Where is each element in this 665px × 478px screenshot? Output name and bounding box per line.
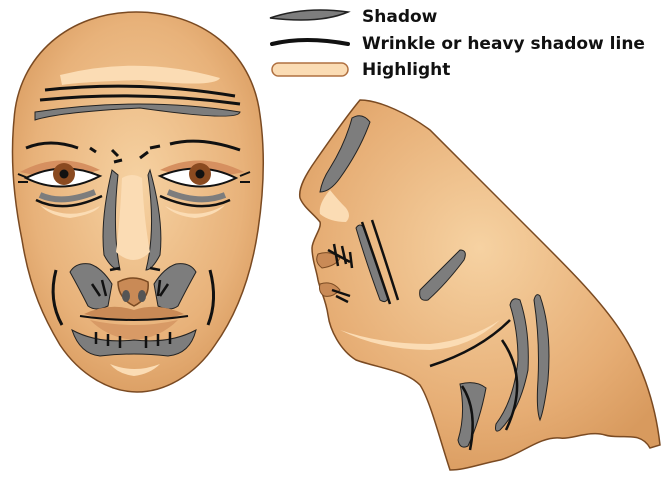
legend-item-highlight: Highlight [272,60,450,80]
profile-face [300,100,660,470]
legend-label-wrinkle: Wrinkle or heavy shadow line [362,34,645,54]
wrinkle-swatch [272,40,348,44]
front-face [12,12,263,392]
legend-item-wrinkle: Wrinkle or heavy shadow line [272,34,645,54]
highlight-swatch [272,63,348,76]
legend: Shadow Wrinkle or heavy shadow line High… [270,7,645,80]
nostril [138,290,146,302]
legend-label-highlight: Highlight [362,60,450,80]
shadow-swatch [270,10,348,20]
legend-label-shadow: Shadow [362,7,438,27]
legend-item-shadow: Shadow [270,7,438,27]
nostril [122,290,130,302]
